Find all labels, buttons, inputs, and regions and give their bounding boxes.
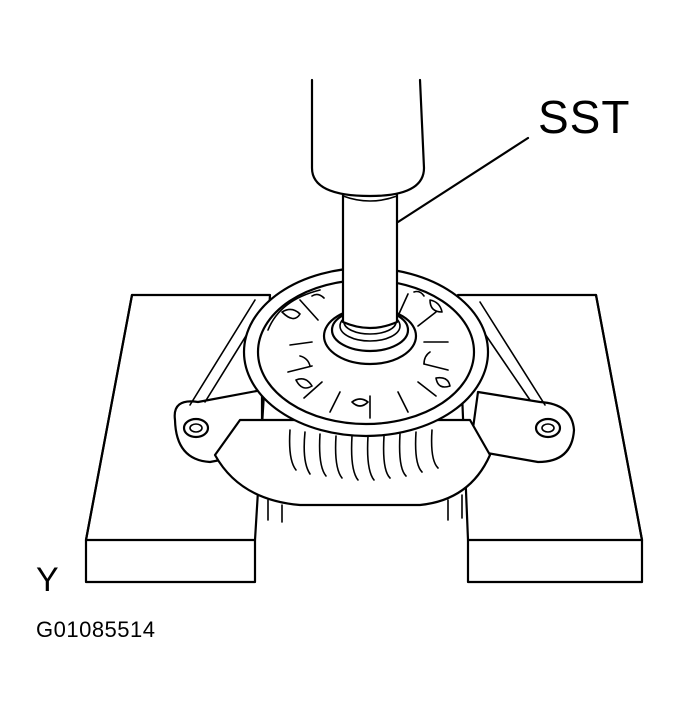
alternator-housing bbox=[213, 418, 492, 523]
sst-label: SST bbox=[538, 91, 631, 143]
sst-leader-line bbox=[396, 136, 530, 224]
figure-id-label: G01085514 bbox=[36, 617, 156, 642]
sst-press-tool bbox=[310, 78, 426, 330]
view-label: Y bbox=[36, 561, 59, 599]
